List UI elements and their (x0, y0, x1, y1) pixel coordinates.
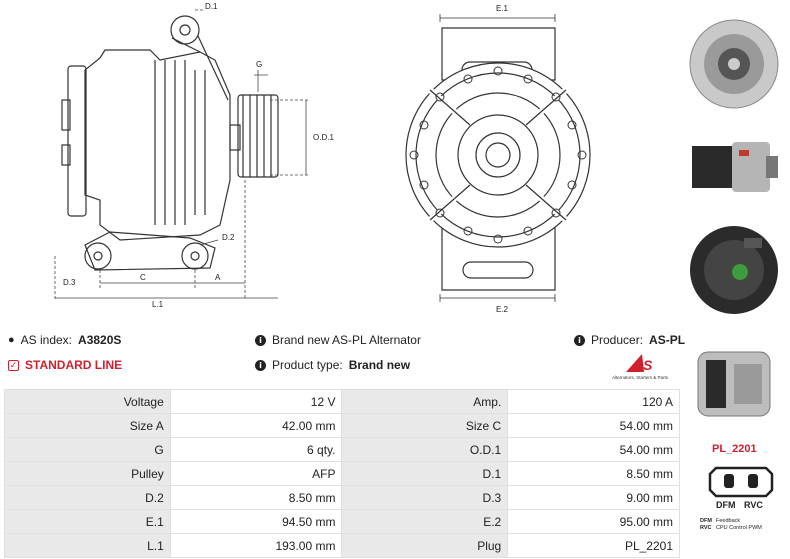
producer-value: AS-PL (649, 333, 686, 347)
standard-line[interactable]: ✓ STANDARD LINE (8, 358, 123, 372)
as-pl-logo: S Alternators, Starters & Parts (612, 354, 669, 380)
spec-label: D.2 (4, 485, 171, 510)
thumbnail-angle-photo[interactable] (684, 334, 784, 434)
label-d3: D.3 (63, 278, 76, 287)
spec-value: AFP (169, 461, 343, 486)
spec-value: 95.00 mm (507, 509, 680, 534)
spec-label: Size A (4, 413, 171, 438)
spec-value: 120 A (507, 389, 680, 414)
spec-value: 54.00 mm (507, 413, 680, 438)
spec-value: PL_2201 (507, 533, 680, 558)
plug-pin-dfm: DFM (716, 500, 736, 510)
svg-text:S: S (643, 357, 653, 373)
spec-label: L.1 (4, 533, 171, 558)
spec-label: Pulley (4, 461, 171, 486)
product-type-value: Brand new (348, 358, 411, 372)
label-a: A (215, 273, 221, 282)
info-icon: i (255, 359, 266, 371)
spec-label: E.2 (341, 509, 509, 534)
alternator-side-body (84, 49, 231, 241)
spec-label: O.D.1 (341, 437, 509, 462)
spec-label: Size C (341, 413, 509, 438)
spec-value: 6 qty. (169, 437, 343, 462)
plug-diagram: DFM RVC (708, 466, 774, 510)
spec-label: Plug (341, 533, 509, 558)
label-d2: D.2 (222, 233, 235, 242)
plug-code: PL_2201 (712, 443, 757, 455)
as-index: ● AS index: A3820S (8, 333, 122, 347)
spec-label: Voltage (4, 389, 171, 414)
spec-label: Amp. (341, 389, 509, 414)
label-g: G (256, 60, 262, 69)
spec-label: G (4, 437, 171, 462)
front-bracket (441, 27, 556, 81)
spec-label: E.1 (4, 509, 171, 534)
tag-icon: ● (8, 334, 15, 346)
label-c: C (140, 273, 146, 282)
brand-new-info: i Brand new AS-PL Alternator (255, 333, 421, 347)
label-d1: D.1 (205, 2, 218, 11)
label-e1: E.1 (496, 4, 509, 13)
technical-drawing: D.1 G O.D.1 D.2 D.3 C A L.1 E.1 E.2 (54, 2, 591, 314)
spec-value: 193.00 mm (169, 533, 343, 558)
product-type-info: i Product type: Brand new (255, 358, 410, 372)
spec-value: 8.50 mm (169, 485, 343, 510)
spec-value: 8.50 mm (507, 461, 680, 486)
spec-value: 9.00 mm (507, 485, 680, 510)
producer-info: i Producer: AS-PL (574, 333, 685, 347)
as-index-value: A3820S (78, 333, 122, 347)
bottom-mount (84, 231, 216, 271)
thumbnail-side-photo[interactable] (684, 128, 784, 206)
logo-tagline: Alternators, Starters & Parts (612, 375, 669, 380)
rear-cap (67, 65, 87, 217)
spec-value: 42.00 mm (169, 413, 343, 438)
check-icon: ✓ (8, 359, 19, 371)
spec-value: 54.00 mm (507, 437, 680, 462)
spec-label: D.3 (341, 485, 509, 510)
info-icon: i (255, 334, 266, 346)
spec-value: 12 V (169, 389, 343, 414)
label-l1: L.1 (152, 300, 164, 309)
label-e2: E.2 (496, 305, 509, 314)
pulley (237, 94, 279, 178)
plug-pin-rvc: RVC (744, 500, 763, 510)
thumbnail-rear-photo[interactable] (684, 210, 784, 330)
spec-label: D.1 (341, 461, 509, 486)
info-icon: i (574, 334, 585, 346)
thumbnail-front-photo[interactable] (684, 4, 784, 124)
spec-value: 94.50 mm (169, 509, 343, 534)
label-od1: O.D.1 (313, 133, 334, 142)
